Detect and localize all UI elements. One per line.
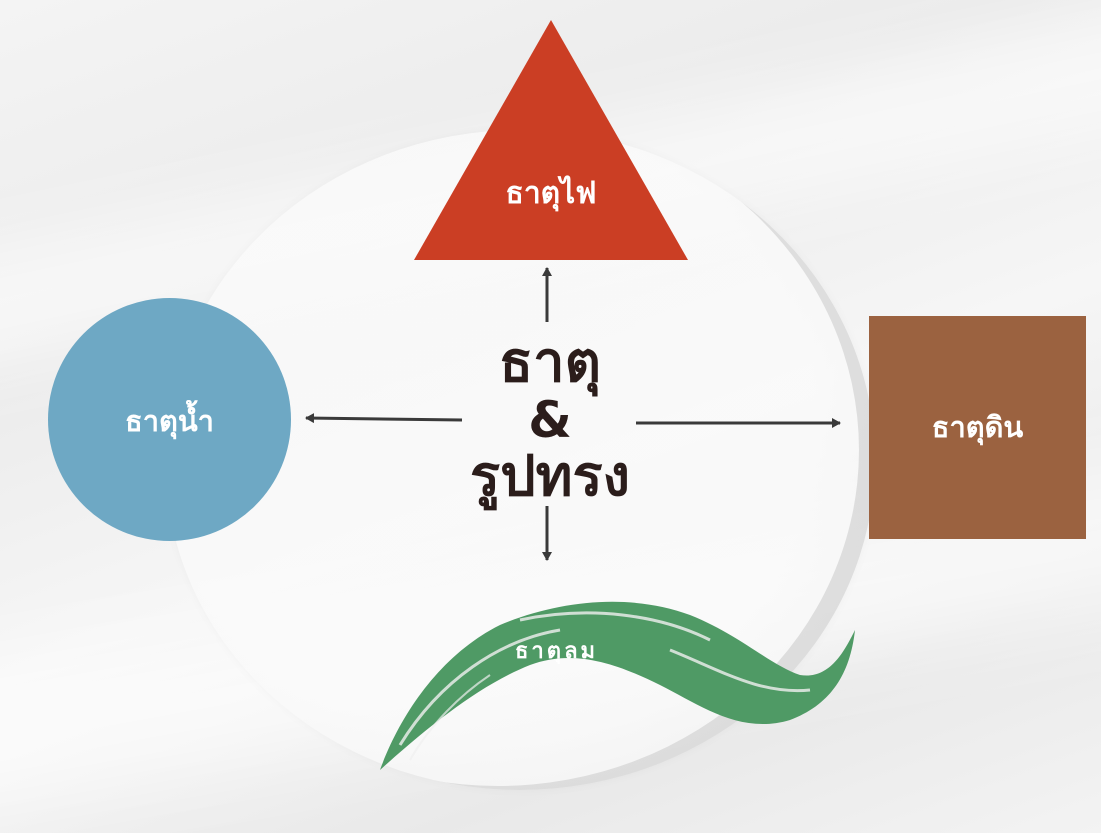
earth-element-node: ธาตุดิน — [869, 316, 1086, 539]
water-element-node: ธาตุน้ำ — [48, 298, 291, 541]
brush-wave-shape — [380, 601, 855, 770]
center-title-ampersand: & — [528, 391, 572, 449]
wind-element-node: ธาตุลม — [370, 585, 870, 785]
fire-element-node: ธาตุไฟ — [414, 20, 688, 260]
fire-element-label: ธาตุไฟ — [505, 176, 597, 211]
wind-element-label: ธาตุลม — [515, 639, 599, 664]
center-title: ธาตุ & รูปทรง — [440, 332, 660, 508]
arrow-to-water — [305, 413, 463, 424]
triangle-shape — [414, 20, 688, 260]
water-element-label: ธาตุน้ำ — [125, 404, 214, 438]
earth-element-label: ธาตุดิน — [931, 410, 1024, 444]
center-title-line3: รูปทรง — [470, 444, 630, 509]
center-title-line1: ธาตุ — [499, 330, 601, 395]
